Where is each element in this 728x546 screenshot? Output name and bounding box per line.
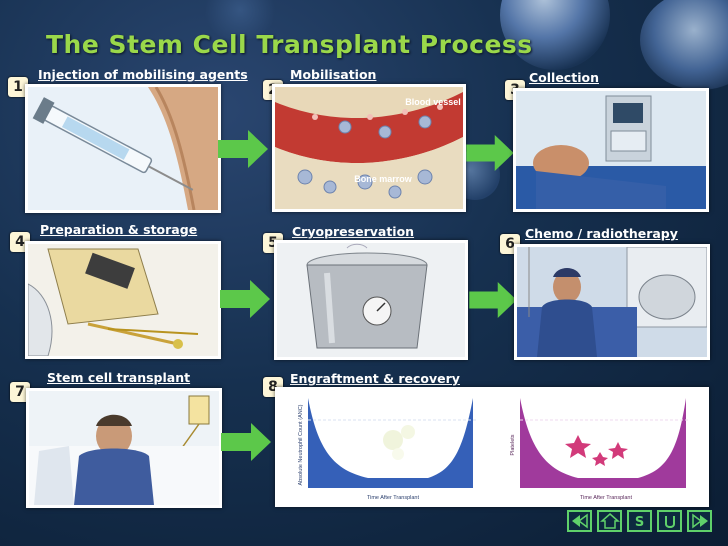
home-button[interactable] [597, 510, 622, 532]
return-button[interactable] [657, 510, 682, 532]
arrow-right-icon [469, 282, 517, 318]
bone-marrow-text: Bone marrow [354, 174, 413, 184]
stem-cell-transplant-image [26, 388, 222, 508]
engraftment-image: 500 Absolute Neutrophil Count (ANC) Time… [275, 387, 709, 507]
page-title: The Stem Cell Transplant Process [46, 30, 533, 59]
step-5-label: Cryopreservation [292, 224, 415, 239]
cryopreservation-image [274, 240, 468, 360]
collection-image [513, 88, 709, 212]
slide-navigation: S [567, 510, 712, 532]
step-3-label: Collection [529, 70, 599, 85]
step-2-label: Mobilisation [290, 67, 377, 82]
step-7-label: Stem cell transplant [47, 370, 191, 385]
blood-vessel-text: Blood vessel [405, 97, 461, 107]
step-8-label: Engraftment & recovery [290, 371, 460, 386]
arrow-right-icon [466, 135, 514, 171]
step-1-label: Injection of mobilising agents [38, 67, 248, 82]
step-1-badge: 1 [8, 77, 28, 97]
preparation-image [25, 241, 221, 359]
first-slide-button[interactable] [567, 510, 592, 532]
arrow-right-icon [218, 130, 268, 168]
step-6-label: Chemo / radiotherapy [525, 226, 678, 241]
rewind-icon [571, 513, 588, 529]
mobilisation-image: Blood vessel Bone marrow [272, 84, 466, 212]
arrow-right-icon [220, 280, 270, 318]
anc-ylabel: Absolute Neutrophil Count (ANC) [298, 404, 304, 485]
platelet-threshold-value: 20,000 [601, 409, 626, 418]
forward-icon [691, 513, 708, 529]
step-4-label: Preparation & storage [40, 222, 198, 237]
step-7-badge: 7 [10, 382, 30, 402]
anc-threshold-value: 500 [391, 409, 405, 418]
home-icon [599, 513, 620, 529]
arrow-right-icon [221, 423, 271, 461]
sound-button[interactable]: S [627, 510, 652, 532]
platelet-ylabel: Platelets [510, 434, 516, 455]
injection-image [25, 84, 221, 213]
anc-xlabel: Time After Transplant [367, 495, 420, 501]
return-icon [664, 516, 675, 528]
platelet-xlabel: Time After Transplant [580, 495, 633, 501]
next-slide-button[interactable] [687, 510, 712, 532]
chemo-radiotherapy-image [514, 244, 710, 360]
background-cell [640, 0, 728, 90]
